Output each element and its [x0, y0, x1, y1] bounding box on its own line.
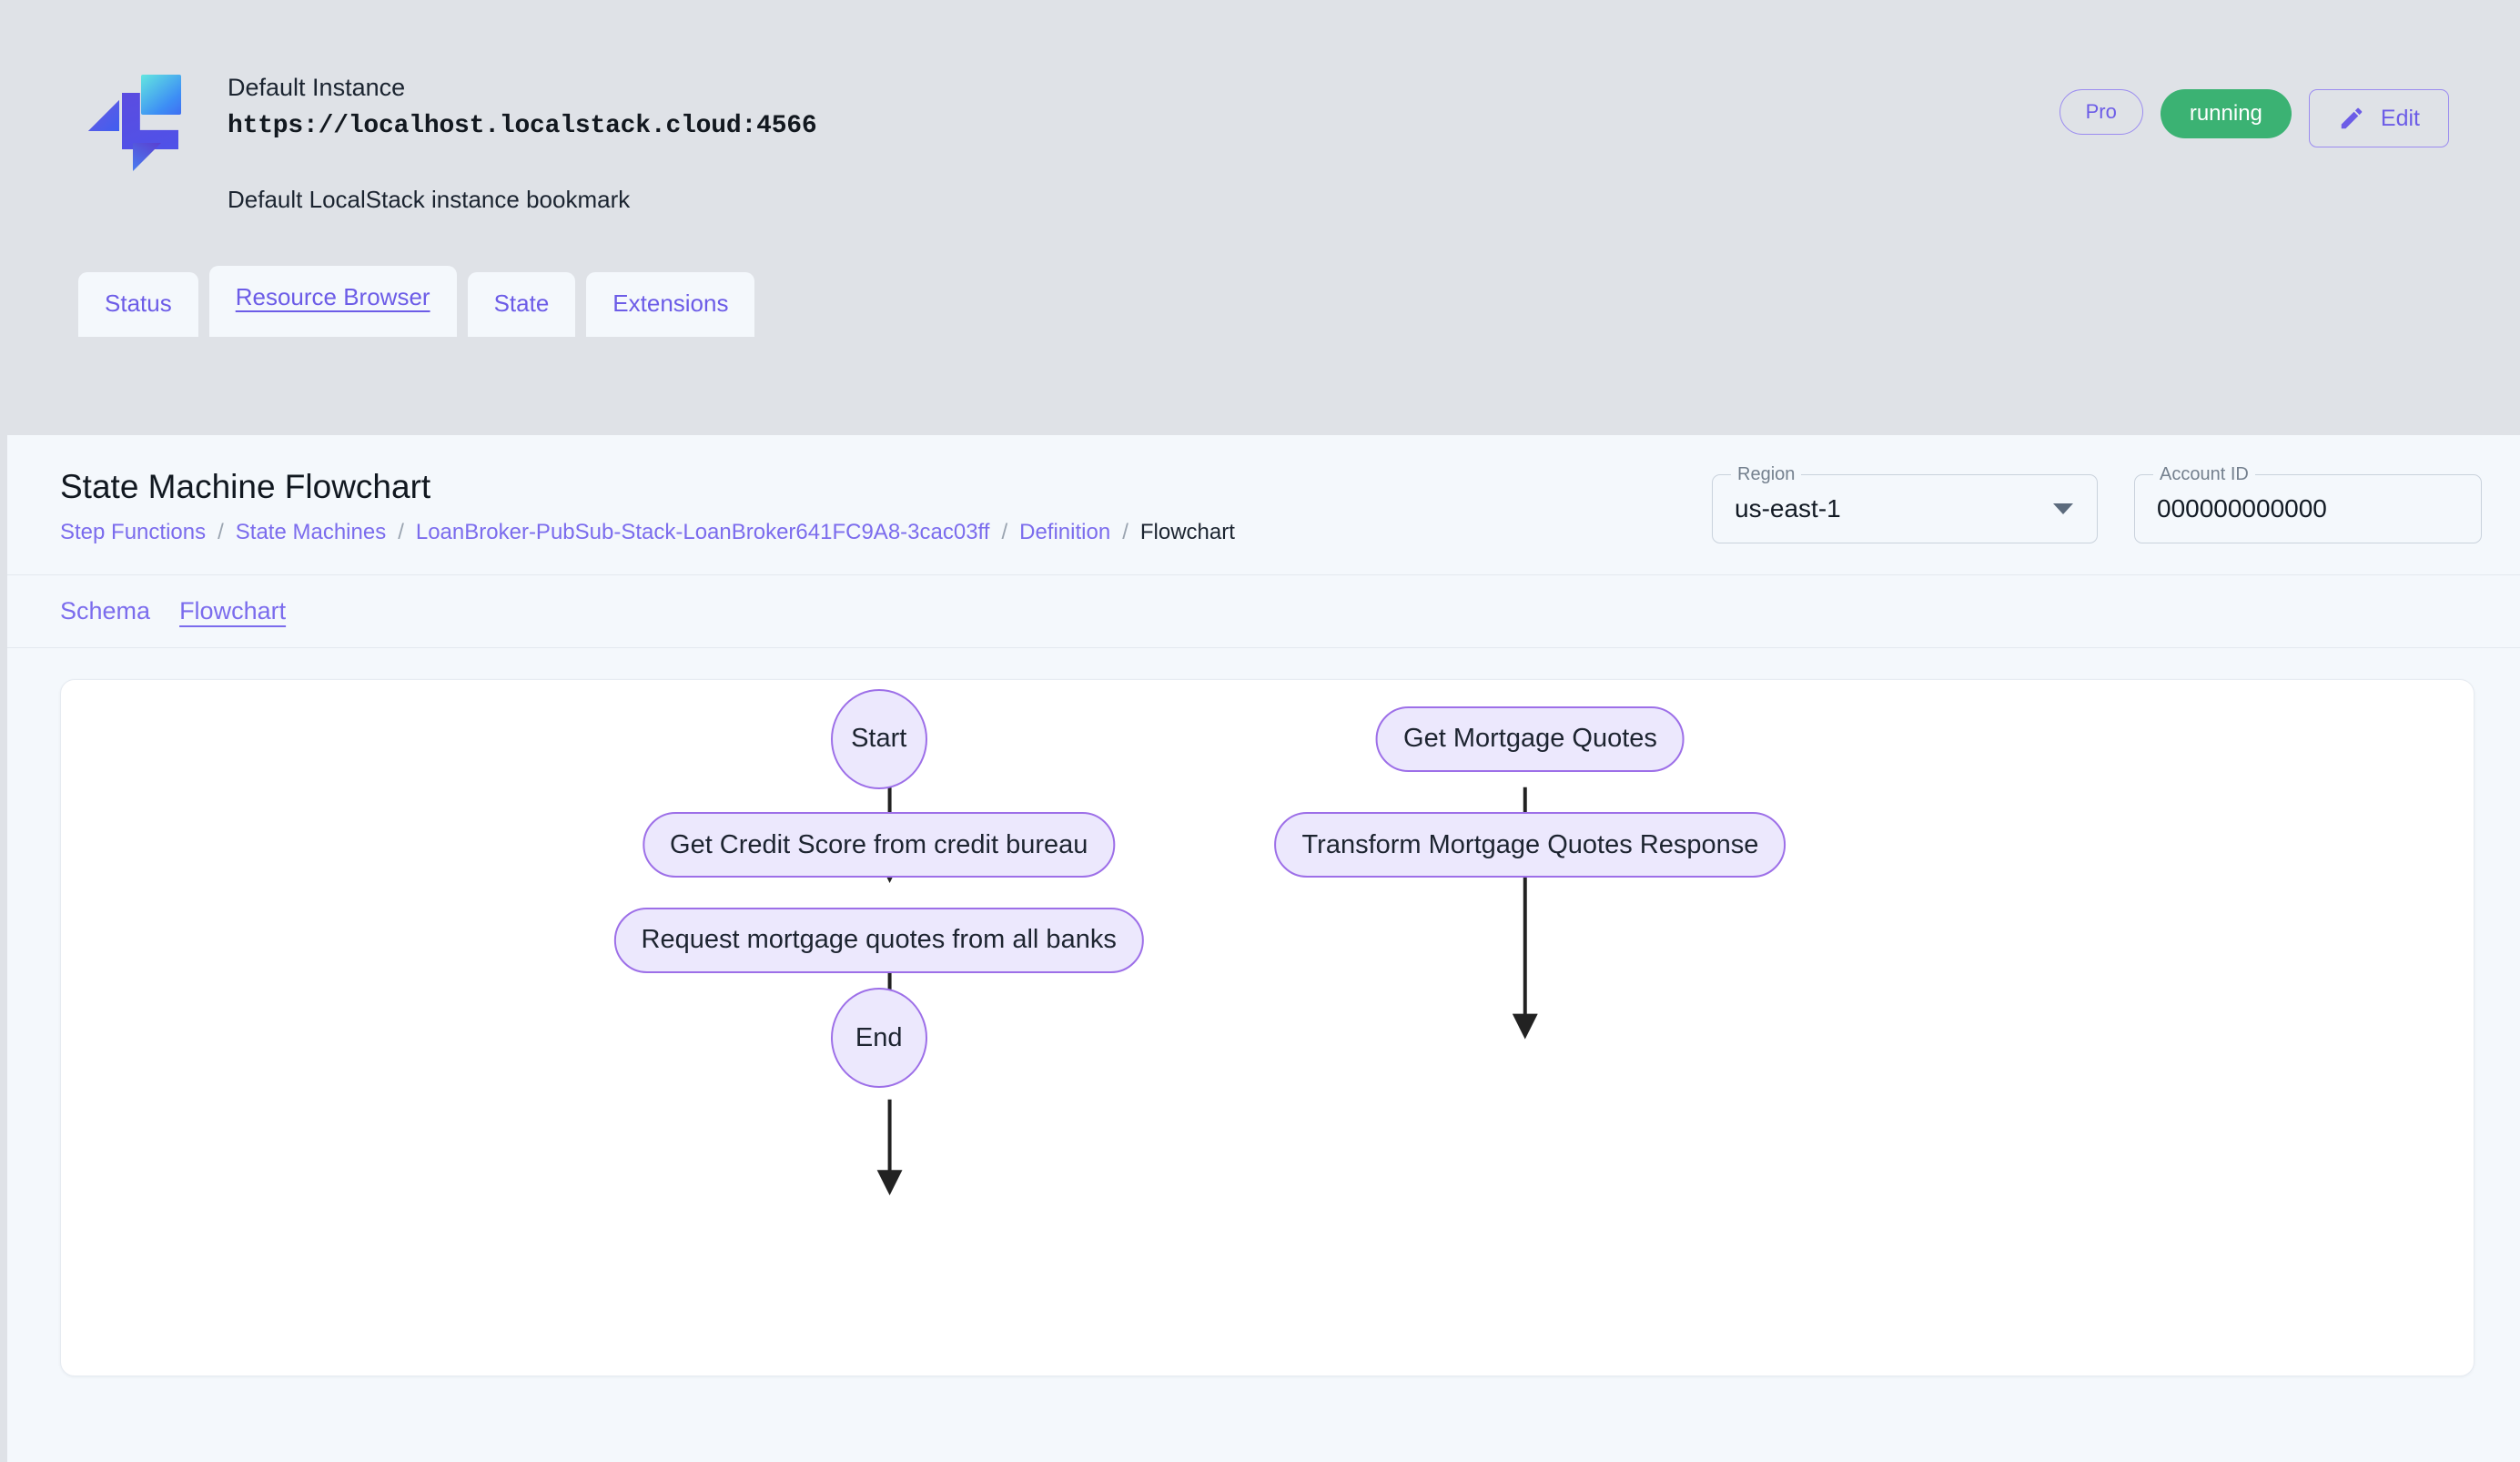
- flow-node-get-mortgage-quotes[interactable]: Get Mortgage Quotes: [1376, 706, 1685, 772]
- breadcrumb-item-state-machine-name[interactable]: LoanBroker-PubSub-Stack-LoanBroker641FC9…: [415, 520, 990, 544]
- breadcrumb-item-flowchart: Flowchart: [1139, 520, 1235, 544]
- subtab-schema[interactable]: Schema: [60, 597, 151, 624]
- panel-header: State Machine Flowchart Step Functions /…: [7, 435, 2520, 575]
- pro-badge: Pro: [2059, 89, 2143, 135]
- account-id-field[interactable]: Account ID 000000000000: [2134, 463, 2482, 543]
- instance-name: Default Instance: [228, 74, 406, 101]
- localstack-logo: [86, 75, 181, 171]
- sub-tabs: Schema Flowchart: [7, 575, 2520, 648]
- region-label: Region: [1731, 463, 1802, 485]
- logo-triangle-left: [88, 100, 119, 131]
- flow-node-end[interactable]: End: [830, 988, 927, 1089]
- flowchart-edges: [876, 787, 1538, 1196]
- instance-endpoint[interactable]: https://localhost.localstack.cloud:4566: [228, 112, 817, 140]
- chevron-down-icon: [2053, 503, 2073, 514]
- tab-resource-browser-label: Resource Browser: [235, 283, 430, 310]
- flow-node-start[interactable]: Start: [830, 688, 927, 789]
- tab-extensions[interactable]: Extensions: [586, 272, 755, 337]
- status-badge: running: [2160, 89, 2292, 138]
- breadcrumb-separator: /: [1001, 520, 1008, 544]
- breadcrumb-item-step-functions[interactable]: Step Functions: [60, 520, 207, 544]
- breadcrumb-separator: /: [1122, 520, 1128, 544]
- subtab-flowchart[interactable]: Flowchart: [179, 597, 287, 624]
- tab-state-label: State: [493, 289, 550, 317]
- instance-description: Default LocalStack instance bookmark: [228, 186, 631, 213]
- page-title-block: State Machine Flowchart Step Functions /…: [60, 465, 1235, 547]
- flowchart-canvas[interactable]: Start Get Credit Score from credit burea…: [61, 680, 2474, 1376]
- logo-triangle-bottom: [133, 143, 161, 171]
- tab-state[interactable]: State: [467, 272, 576, 337]
- breadcrumb-item-definition[interactable]: Definition: [1019, 520, 1111, 544]
- logo-square: [141, 75, 181, 115]
- region-select[interactable]: Region us-east-1: [1712, 463, 2098, 543]
- flow-node-request-mortgage-quotes[interactable]: Request mortgage quotes from all banks: [613, 907, 1144, 973]
- region-value: us-east-1: [1735, 494, 1841, 523]
- edit-button[interactable]: Edit: [2308, 89, 2449, 147]
- main-tabs: Status Resource Browser State Extensions: [78, 266, 755, 337]
- edit-button-label: Edit: [2380, 105, 2420, 131]
- tab-resource-browser[interactable]: Resource Browser: [208, 266, 457, 337]
- account-id-value: 000000000000: [2157, 494, 2327, 523]
- breadcrumb-item-state-machines[interactable]: State Machines: [235, 520, 387, 544]
- flow-node-transform-mortgage-quotes-response[interactable]: Transform Mortgage Quotes Response: [1274, 812, 1786, 878]
- flowchart-card: Start Get Credit Score from credit burea…: [60, 679, 2474, 1376]
- instance-info: Default Instance https://localhost.local…: [228, 71, 2060, 215]
- flow-node-get-credit-score[interactable]: Get Credit Score from credit bureau: [643, 812, 1116, 878]
- tab-status[interactable]: Status: [78, 272, 198, 337]
- header-fields: Region us-east-1 Account ID 000000000000: [1712, 463, 2482, 543]
- breadcrumb-separator: /: [398, 520, 404, 544]
- account-id-label: Account ID: [2153, 463, 2255, 485]
- header-actions: Pro running Edit: [2059, 89, 2449, 147]
- breadcrumb: Step Functions / State Machines / LoanBr…: [60, 518, 1235, 547]
- pencil-icon: [2341, 107, 2363, 129]
- breadcrumb-separator: /: [218, 520, 224, 544]
- instance-header: Default Instance https://localhost.local…: [0, 0, 2520, 337]
- tab-extensions-label: Extensions: [612, 289, 729, 317]
- tab-status-label: Status: [105, 289, 172, 317]
- page-title: State Machine Flowchart: [60, 468, 431, 505]
- content-panel: State Machine Flowchart Step Functions /…: [7, 435, 2520, 1462]
